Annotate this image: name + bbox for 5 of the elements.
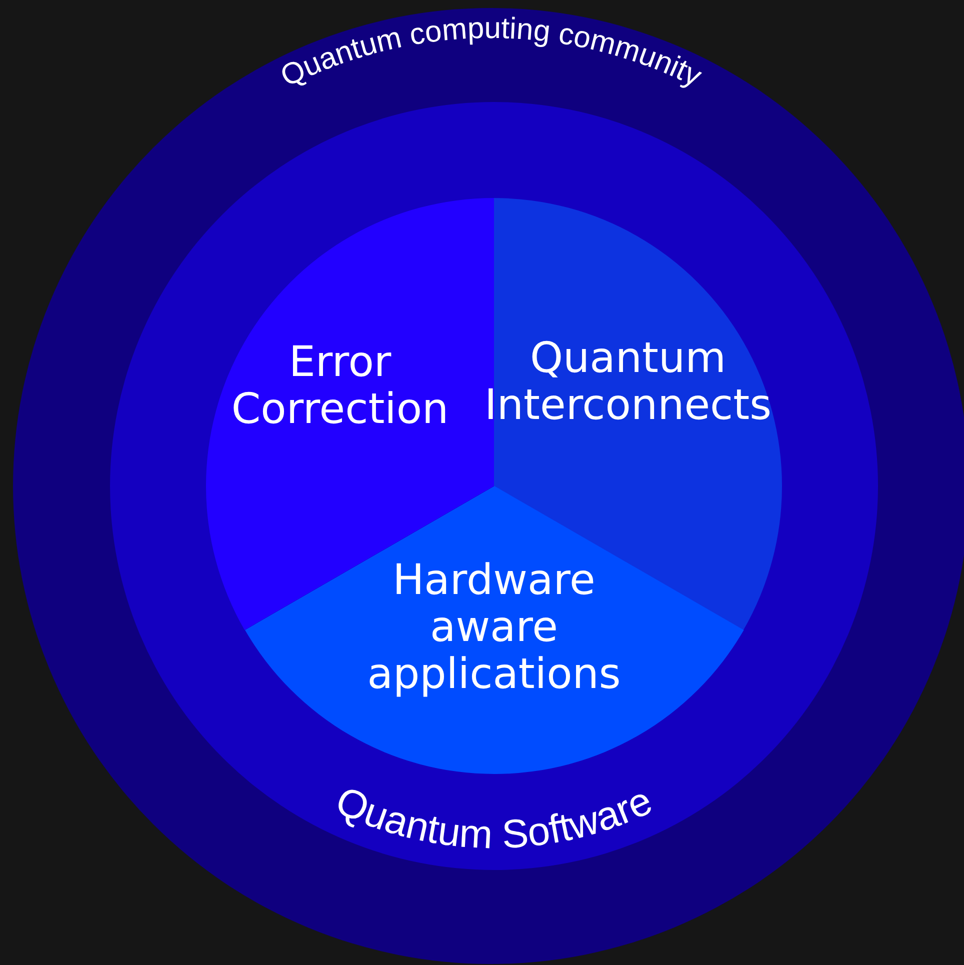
ring-label: Quantum Software <box>329 778 659 858</box>
sector-label: Quantum Interconnects <box>484 334 772 428</box>
sector-label: Error Correction <box>230 338 450 432</box>
pie-sector <box>244 486 744 774</box>
sector-label: Hardware aware applications <box>366 556 622 698</box>
